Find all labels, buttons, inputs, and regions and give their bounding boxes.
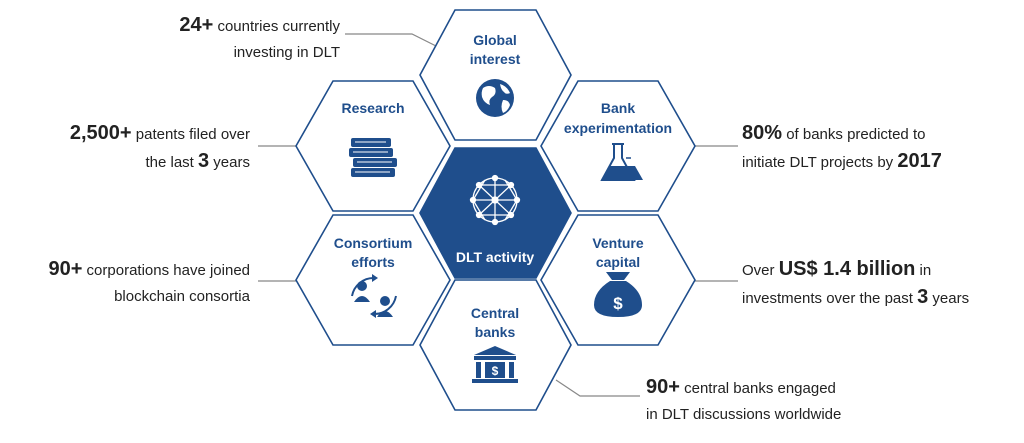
- annotation-investments: Over US$ 1.4 billion in investments over…: [742, 256, 1012, 312]
- hex-label-central-2: banks: [475, 324, 516, 340]
- stat-patents: 2,500+: [69, 122, 132, 144]
- leader-central-banks: [555, 379, 640, 397]
- books-icon: [349, 138, 397, 177]
- banks-text-1: of banks predicted to: [782, 126, 926, 143]
- hex-label-central-1: Central: [471, 305, 519, 321]
- hex-label-global-1: Global: [473, 32, 517, 48]
- bank-building-icon: $: [472, 346, 518, 383]
- hex-label-global-2: interest: [470, 51, 521, 67]
- central-banks-text-1: central banks engaged: [679, 380, 836, 397]
- people-cycle-icon: [351, 274, 397, 318]
- stat-countries: 24+: [179, 14, 214, 36]
- hex-global-interest: [419, 9, 572, 141]
- stat-central-banks: 90+: [646, 376, 680, 398]
- central-banks-text-2: in DLT discussions worldwide: [646, 406, 842, 423]
- hex-label-consortium-1: Consortium: [334, 235, 413, 251]
- annotation-central-banks: 90+ central banks engaged in DLT discuss…: [646, 374, 926, 428]
- annotation-countries: 24+ countries currently investing in DLT: [100, 12, 340, 66]
- countries-text-1: countries currently: [213, 18, 340, 35]
- stat-investments-years: 3: [917, 286, 929, 308]
- corporations-text-1: corporations have joined: [82, 262, 250, 279]
- investments-text-1b: in: [915, 262, 932, 279]
- banks-text-2: initiate DLT projects by: [742, 154, 898, 171]
- hex-label-venture-2: capital: [596, 254, 640, 270]
- annotation-banks-predicted: 80% of banks predicted to initiate DLT p…: [742, 120, 1012, 176]
- money-bag-icon: $: [594, 272, 642, 317]
- annotation-patents: 2,500+ patents filed over the last 3 yea…: [10, 120, 250, 176]
- hex-central-banks: [419, 279, 572, 411]
- stat-banks-year: 2017: [897, 150, 942, 172]
- stat-corporations: 90+: [48, 258, 83, 280]
- corporations-text-2: blockchain consortia: [114, 288, 250, 305]
- globe-icon: [476, 79, 514, 117]
- flask-icon: [600, 143, 643, 181]
- hex-label-dlt: DLT activity: [456, 249, 535, 265]
- patents-text-2a: the last: [145, 154, 199, 171]
- investments-text-2b: years: [928, 290, 970, 307]
- leader-countries: [345, 33, 441, 49]
- investments-text-1a: Over: [742, 262, 779, 279]
- patents-text-1: patents filed over: [131, 126, 250, 143]
- stat-investments: US$ 1.4 billion: [778, 258, 916, 280]
- investments-text-2a: investments over the past: [742, 290, 918, 307]
- hex-label-consortium-2: efforts: [351, 254, 395, 270]
- hex-label-bank-1: Bank: [601, 100, 635, 116]
- patents-text-2b: years: [209, 154, 250, 171]
- stat-banks: 80%: [742, 122, 783, 144]
- svg-text:$: $: [613, 294, 623, 313]
- stat-patents-years: 3: [198, 150, 210, 172]
- svg-text:$: $: [492, 364, 499, 378]
- hex-label-bank-2: experimentation: [564, 120, 672, 136]
- countries-text-2: investing in DLT: [233, 44, 340, 61]
- annotation-corporations: 90+ corporations have joined blockchain …: [10, 256, 250, 310]
- hex-bank-experimentation: [540, 80, 696, 212]
- hex-label-venture-1: Venture: [592, 235, 644, 251]
- hex-label-research: Research: [341, 100, 404, 116]
- network-icon: [469, 174, 521, 226]
